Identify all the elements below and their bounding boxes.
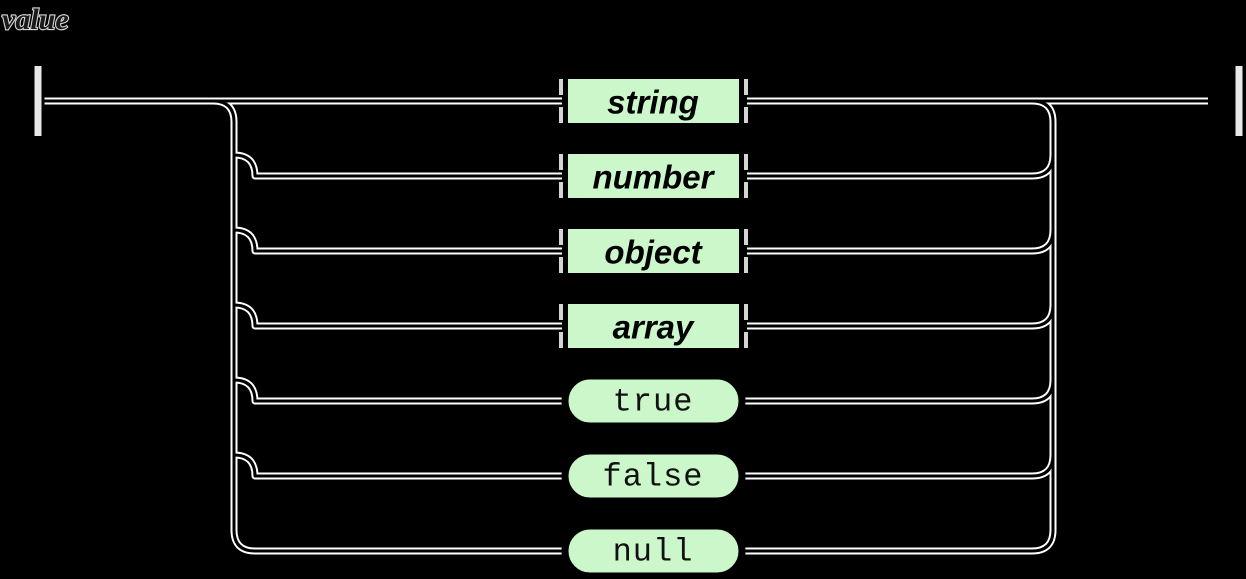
alternative-number[interactable]: number [559, 148, 748, 206]
alternative-label-object: object [604, 234, 703, 271]
alternative-label-number: number [592, 159, 715, 196]
page-title: value [2, 3, 69, 36]
alternative-null[interactable]: null [561, 522, 746, 579]
alternative-object[interactable]: object [559, 223, 748, 281]
alternative-label-true: true [613, 384, 694, 421]
alternative-label-false: false [602, 459, 703, 496]
alternative-label-string: string [607, 84, 699, 121]
alternative-label-null: null [613, 534, 694, 571]
alternative-true[interactable]: true [561, 372, 746, 430]
alternative-string[interactable]: string [559, 73, 748, 131]
alternative-array[interactable]: array [559, 298, 748, 356]
alternative-false[interactable]: false [561, 447, 746, 505]
alternative-label-array: array [613, 309, 695, 346]
